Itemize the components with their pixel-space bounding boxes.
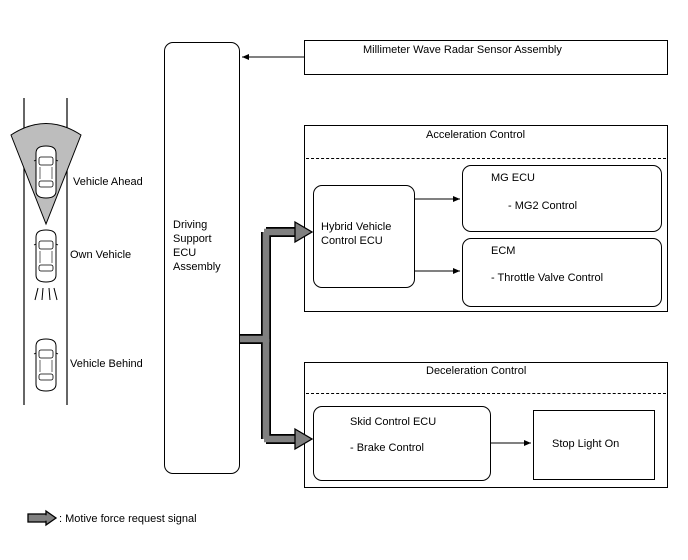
radar-sensor-label: Millimeter Wave Radar Sensor Assembly [363,44,562,56]
motive-force-arrowhead-acceleration [294,220,314,244]
mg-ecu-box [462,165,662,232]
motive-force-trunk [240,232,271,344]
vehicle-ahead-label: Vehicle Ahead [73,176,143,188]
legend-arrow-icon [27,509,58,527]
hybrid-ecu-line-2: Control ECU [321,235,383,247]
motive-force-arrowhead-deceleration [294,427,314,451]
driving-support-ecu-box [164,42,240,474]
motive-force-signal-arrows [240,220,314,451]
vehicle-behind-label: Vehicle Behind [70,358,143,370]
deceleration-divider [306,393,666,394]
own-vehicle-label: Own Vehicle [70,249,132,261]
stop-light-box [533,410,655,480]
skid-control-ecu-title: Skid Control ECU [350,416,437,428]
vehicle-ahead-icon [33,145,59,199]
own-vehicle-motion-lines [34,287,58,301]
stop-light-label: Stop Light On [552,438,620,450]
acceleration-divider [306,158,666,159]
ecm-detail: - Throttle Valve Control [491,272,604,284]
own-vehicle-icon [33,229,59,283]
legend-label: : Motive force request signal [59,513,197,525]
ecm-box [462,238,662,307]
hybrid-ecu-line-1: Hybrid Vehicle [321,221,392,233]
acceleration-control-title: Acceleration Control [426,129,526,141]
ecm-title: ECM [491,245,516,257]
skid-control-ecu-detail: - Brake Control [350,442,424,454]
ecu-label-line-2: Support [173,233,212,245]
mg-ecu-detail: - MG2 Control [508,200,578,212]
vehicle-behind-icon [33,338,59,392]
deceleration-control-title: Deceleration Control [426,365,527,377]
hybrid-vehicle-ecu-label: Hybrid Vehicle Control ECU [321,220,391,248]
radar-sensor-box [304,40,668,75]
hybrid-vehicle-ecu-box [313,185,415,288]
mg-ecu-title: MG ECU [491,172,535,184]
ecu-label-line-1: Driving [173,219,208,231]
ecu-label-line-4: Assembly [173,261,221,273]
skid-control-ecu-box [313,406,491,481]
driving-support-ecu-label: Driving Support ECU Assembly [173,218,221,274]
ecu-label-line-3: ECU [173,247,197,259]
